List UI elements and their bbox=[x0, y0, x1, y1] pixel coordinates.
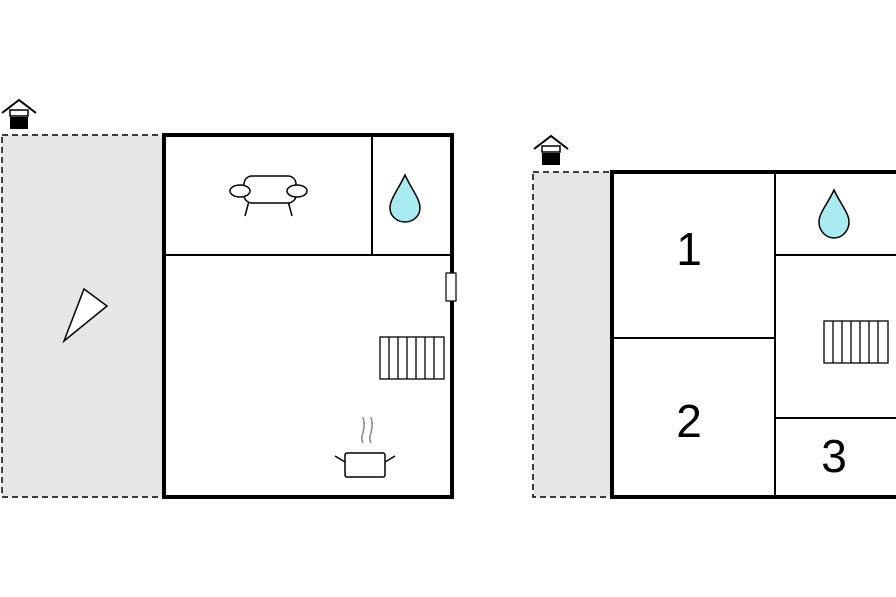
water-drop-icon bbox=[389, 173, 421, 223]
room-number-3: 3 bbox=[821, 430, 847, 482]
entrance-house-icon bbox=[1, 98, 37, 129]
ground-floor bbox=[1, 98, 457, 499]
room-number-1: 1 bbox=[676, 223, 702, 275]
balcony-area bbox=[532, 171, 613, 498]
sofa-icon bbox=[229, 175, 308, 217]
stairs-icon bbox=[379, 336, 445, 380]
room-number-2: 2 bbox=[676, 395, 702, 447]
cooking-pot-icon bbox=[334, 416, 396, 478]
entrance-house-icon bbox=[533, 134, 569, 165]
upper-floor: 1 2 3 bbox=[532, 134, 896, 499]
stairs-icon bbox=[823, 320, 889, 364]
water-drop-icon bbox=[818, 188, 850, 239]
terrace-direction-icon bbox=[62, 287, 109, 344]
window-icon bbox=[445, 272, 457, 302]
